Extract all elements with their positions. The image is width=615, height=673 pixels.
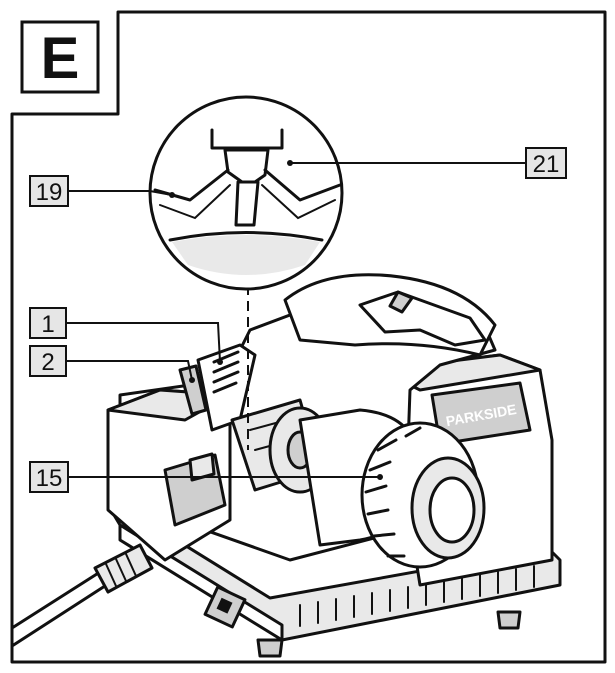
- front-block-notch: [188, 452, 216, 482]
- top-handle-hinge: [388, 290, 414, 314]
- panel-frame: [10, 10, 607, 664]
- callout-2-leader: [66, 360, 193, 381]
- detail-magnifier: [148, 95, 344, 291]
- callout-19-label: 19: [36, 179, 63, 206]
- callout-1-label: 1: [41, 311, 54, 338]
- foot-front-right: [496, 610, 522, 630]
- detail-guide-rails: [210, 128, 284, 150]
- panel-letter: E: [41, 26, 80, 91]
- callout-15-box: [29, 461, 69, 493]
- callout-15: 15: [29, 461, 383, 493]
- callout-21-label: 21: [533, 151, 560, 178]
- callout-1-leader: [66, 322, 221, 363]
- clamp-lever: [178, 364, 208, 416]
- rotary-knob-ridges: [364, 426, 422, 558]
- power-switch-rocker: [216, 597, 233, 614]
- power-cord: [10, 570, 110, 648]
- panel-letter-box: [20, 20, 100, 94]
- callout-21-box: [525, 147, 567, 179]
- rotary-knob-center: [428, 476, 476, 544]
- cord-strain-relief: [93, 543, 154, 594]
- detail-bit-body: [234, 180, 260, 227]
- callout-19: 19: [29, 175, 175, 207]
- cord-strain-ribs: [105, 553, 137, 587]
- callout-21: 21: [287, 147, 567, 179]
- callout-2-label: 2: [41, 349, 54, 376]
- detail-wheel-edge: [168, 231, 324, 242]
- callout-1: 1: [29, 307, 223, 365]
- callout-15-label: 15: [36, 465, 63, 492]
- bit-holder-grip: [212, 350, 240, 394]
- callout-19-leader: [68, 190, 173, 196]
- detail-wheel-face: [172, 235, 320, 275]
- detail-v-groove-inner: [159, 184, 336, 220]
- foot-front-left: [256, 638, 284, 658]
- base-vents: [299, 565, 535, 627]
- sharpener-machine: PARKSIDE: [10, 273, 562, 658]
- callout-2: 2: [29, 345, 195, 383]
